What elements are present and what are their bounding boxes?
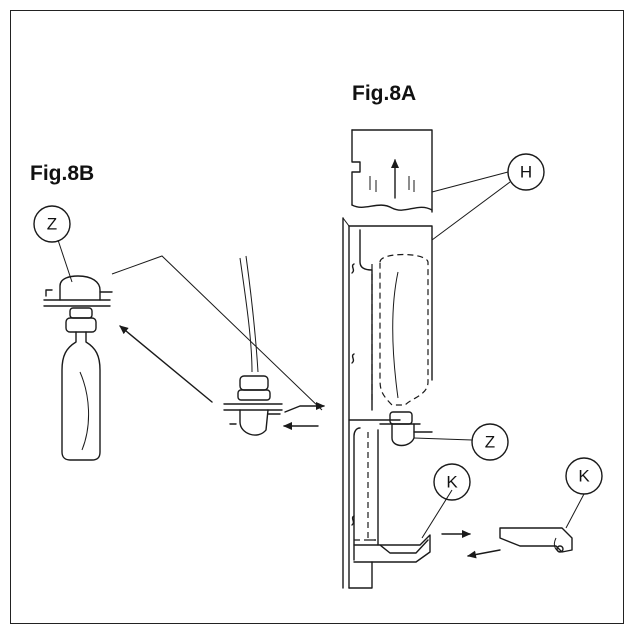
callout-z-8a: Z — [471, 423, 509, 461]
callout-z-8b: Z — [33, 205, 71, 243]
motion-arrows — [119, 325, 501, 559]
diagram-frame — [10, 10, 624, 624]
arrow-tray-in — [467, 549, 501, 559]
callout-h: H — [507, 153, 545, 191]
callout-k-8a: K — [433, 463, 471, 501]
door-body — [342, 217, 433, 589]
arrow-to-door — [284, 402, 325, 413]
detached-valve — [223, 255, 283, 436]
callout-z-8a-label: Z — [485, 433, 495, 452]
top-panel — [351, 129, 433, 213]
arrow-to-bottle — [119, 325, 213, 403]
bottle — [43, 275, 113, 461]
fig-8b-title: Fig.8B — [30, 162, 95, 185]
fig-8a-title: Fig.8A — [352, 82, 417, 105]
callout-k-right: K — [565, 457, 603, 495]
removed-tray — [499, 527, 573, 553]
callout-z-8b-label: Z — [47, 215, 57, 234]
valve-connector-a — [379, 411, 433, 447]
callout-k-right-label: K — [578, 467, 590, 486]
leader-lines — [57, 171, 585, 539]
callout-h-label: H — [520, 163, 532, 182]
callout-k-8a-label: K — [446, 473, 458, 492]
